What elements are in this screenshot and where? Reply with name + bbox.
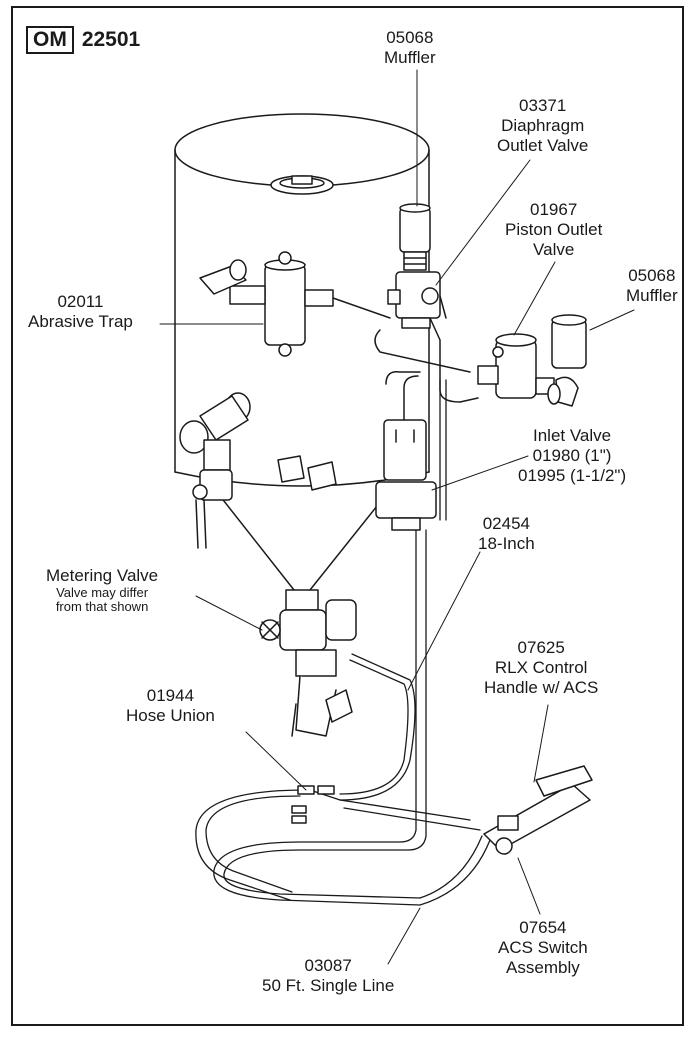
left-fittings-part — [179, 392, 251, 549]
single-line-part-number: 03087 — [304, 956, 352, 975]
label-diaphragm-valve: 03371 Diaphragm Outlet Valve — [497, 96, 588, 156]
label-abrasive-trap: 02011 Abrasive Trap — [28, 292, 133, 332]
label-hose-18-inch: 02454 18-Inch — [478, 514, 535, 554]
inlet-valve-line2: 01995 (1-1/2") — [518, 466, 627, 485]
om-number: 22501 — [81, 28, 141, 51]
label-hose-union: 01944 Hose Union — [126, 686, 215, 726]
leader-lines — [159, 69, 635, 965]
hose-union-part — [291, 785, 335, 824]
control-handle-line1: RLX Control — [494, 658, 588, 677]
diagram-frame — [11, 6, 684, 1026]
hoses — [195, 379, 491, 906]
hose-union-part-number: 01944 — [146, 686, 195, 705]
label-muffler-right: 05068 Muffler — [626, 266, 678, 306]
single-line-name: 50 Ft. Single Line — [262, 976, 395, 995]
abrasive-trap-name: Abrasive Trap — [28, 312, 133, 331]
abrasive-trap-part-number: 02011 — [57, 292, 104, 311]
metering-valve-note2: from that shown — [55, 599, 149, 614]
om-prefix-box: OM — [26, 26, 74, 54]
control-handle-line2: Handle w/ ACS — [484, 678, 599, 697]
inlet-valve-part — [375, 371, 437, 531]
metering-valve-part — [259, 589, 357, 737]
piston-part-number: 01967 — [530, 200, 578, 219]
label-inlet-valve: Inlet Valve 01980 (1") 01995 (1-1/2") — [518, 426, 626, 486]
nipple-bushing-part — [277, 455, 337, 491]
diaphragm-line2: Outlet Valve — [497, 136, 589, 155]
piston-line2: Valve — [533, 240, 575, 259]
label-piston-valve: 01967 Piston Outlet Valve — [505, 200, 602, 260]
diaphragm-line1: Diaphragm — [501, 116, 585, 135]
piston-line1: Piston Outlet — [505, 220, 603, 239]
hose-18-name: 18-Inch — [478, 534, 535, 553]
tank-cone — [219, 495, 386, 591]
inlet-valve-name: Inlet Valve — [532, 426, 612, 445]
diaphragm-valve-part — [387, 271, 447, 329]
document-header: OM 22501 — [26, 26, 140, 54]
muffler-top-part-number: 05068 — [386, 28, 434, 47]
metering-valve-note1: Valve may differ — [56, 585, 149, 600]
abrasive-trap-part — [199, 251, 391, 357]
hose-18-part-number: 02454 — [482, 514, 530, 533]
label-acs-switch: 07654 ACS Switch Assembly — [498, 918, 588, 978]
label-control-handle: 07625 RLX Control Handle w/ ACS — [484, 638, 598, 698]
acs-switch-line1: ACS Switch — [498, 938, 588, 957]
muffler-top-name: Muffler — [384, 48, 436, 67]
acs-switch-line2: Assembly — [506, 958, 580, 977]
muffler-right-part — [547, 314, 587, 407]
label-metering-valve: Metering Valve Valve may differ from tha… — [46, 566, 158, 614]
muffler-right-part-number: 05068 — [628, 266, 676, 285]
acs-switch-part-number: 07654 — [519, 918, 567, 937]
control-handle-part-number: 07625 — [517, 638, 565, 657]
inlet-valve-line1: 01980 (1") — [532, 446, 612, 465]
diaphragm-part-number: 03371 — [519, 96, 567, 115]
metering-valve-name: Metering Valve — [46, 566, 159, 585]
piston-valve-part — [477, 333, 555, 399]
hose-union-name: Hose Union — [126, 706, 215, 725]
label-single-line: 03087 50 Ft. Single Line — [262, 956, 394, 996]
label-muffler-top: 05068 Muffler — [384, 28, 436, 68]
muffler-right-name: Muffler — [626, 286, 678, 305]
control-handle-part — [483, 765, 593, 855]
muffler-top-part — [399, 203, 431, 271]
